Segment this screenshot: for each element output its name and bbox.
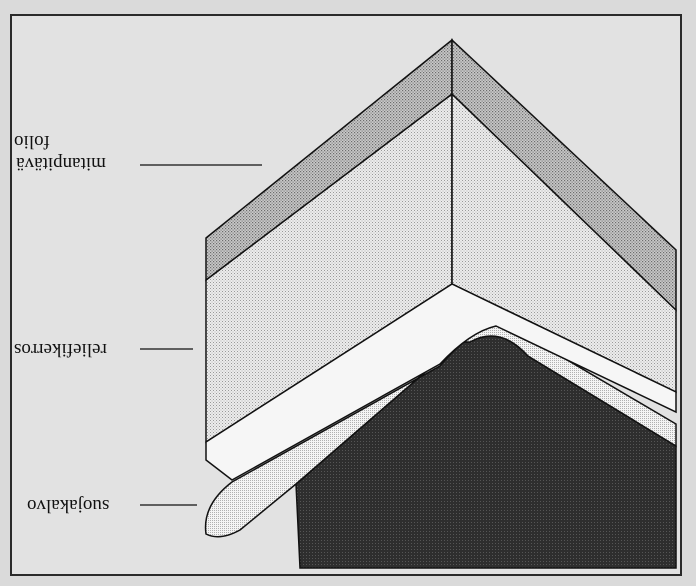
relief-layer-edge — [205, 283, 677, 481]
label-film-line1: mitanpitävä — [16, 153, 106, 174]
label-film-line2: folio — [14, 131, 50, 152]
label-relief-layer: reliefikerros — [14, 339, 107, 360]
label-film: mitanpitävä folio — [14, 130, 106, 174]
label-protective-layer: suojakalvo — [27, 495, 110, 516]
